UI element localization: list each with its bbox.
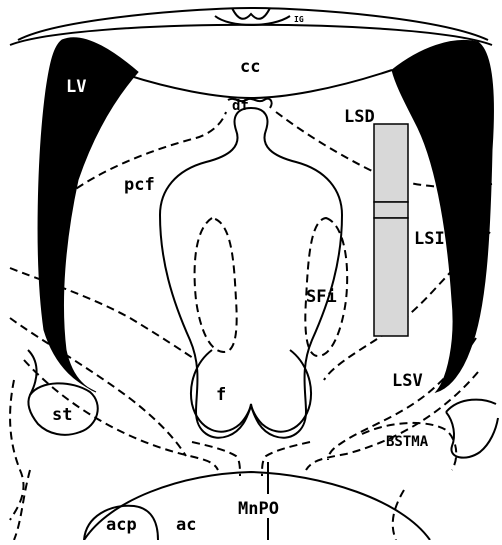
st-dashed-surround [10, 380, 24, 520]
ig-outline [215, 16, 290, 25]
knife-cut-lower [374, 218, 408, 336]
bstma-outline [446, 400, 498, 458]
label-st: st [52, 405, 72, 425]
mnpo-boundary-right-inner [262, 442, 310, 476]
fornix-outline [191, 350, 311, 432]
label-lsi: LSI [414, 229, 445, 249]
label-sfi: SFi [306, 287, 337, 307]
septum-outline [160, 108, 342, 438]
label-cc: cc [240, 57, 260, 77]
mnpo-boundary-left-inner [192, 442, 240, 476]
sfi-boundary-left [195, 218, 237, 352]
label-lv: LV [66, 77, 86, 97]
midline-fissure [232, 8, 270, 19]
knife-cut-upper [374, 124, 408, 202]
label-df: df [232, 98, 249, 114]
label-acp: acp [106, 515, 137, 535]
lsv-boundary-left [10, 318, 186, 456]
label-bstma: BSTMA [386, 434, 429, 450]
ac-lateral-left [14, 470, 30, 540]
label-mnpo: MnPO [238, 499, 279, 519]
label-lsv: LSV [392, 371, 423, 391]
label-f: f [216, 385, 226, 405]
label-ac: ac [176, 515, 196, 535]
label-lsd: LSD [344, 107, 375, 127]
label-pcf: pcf [124, 175, 155, 195]
knife-cut-middle [374, 202, 408, 218]
label-ig: IG [294, 15, 304, 24]
lateral-ventricle-left [38, 38, 138, 392]
